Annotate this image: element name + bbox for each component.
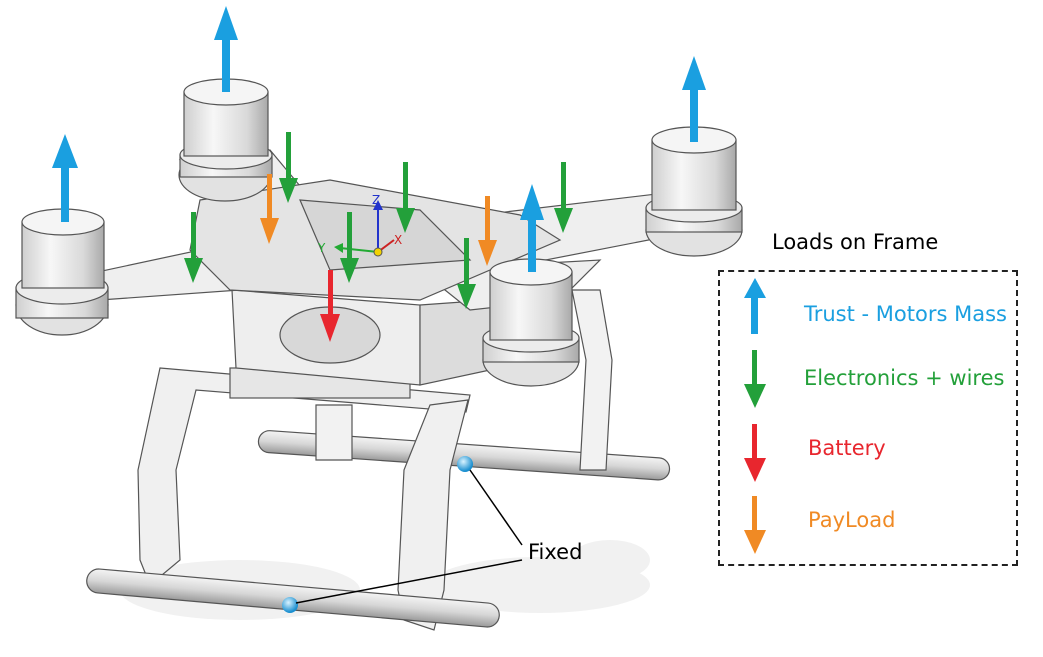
thrust-arrows (52, 6, 706, 272)
central-body (231, 289, 491, 386)
legend-label-payload: PayLoad (808, 508, 896, 532)
thrust-arrow-2 (52, 134, 78, 222)
fixed-label: Fixed (528, 540, 583, 564)
axis-label-y: Y (317, 241, 326, 255)
axis-label-x: X (394, 233, 402, 247)
motor-rear-right (645, 126, 743, 257)
electronics-arrow-6 (457, 238, 476, 309)
legend-label-electronics: Electronics + wires (804, 366, 1005, 390)
coordinate-triad: Z Y X (317, 193, 402, 257)
motor-front-right (482, 258, 580, 387)
rear-landing-legs (315, 289, 613, 471)
payload-arrow-2 (478, 196, 497, 266)
thrust-arrow-4 (520, 184, 544, 272)
motor-rear-left (178, 78, 273, 202)
legend-item-payload: PayLoad (740, 494, 1010, 554)
fixed-supports (282, 456, 523, 613)
electronics-arrow-5 (554, 162, 573, 233)
payload-arrows (260, 174, 497, 266)
legend: Trust - Motors Mass Electronics + wires … (718, 270, 1018, 566)
axis-label-z: Z (372, 193, 380, 207)
arrow-down-icon (744, 496, 766, 554)
electronics-arrow-3 (396, 162, 415, 233)
legend-item-thrust: Trust - Motors Mass (740, 276, 1010, 336)
motor-left (15, 208, 109, 336)
fixed-point-front (282, 597, 298, 613)
arrow-up-icon (744, 278, 766, 334)
thrust-arrow-3 (682, 56, 706, 142)
arrow-down-icon (744, 424, 766, 482)
fixed-point-rear (457, 456, 473, 472)
arrow-down-icon (744, 350, 766, 408)
thrust-arrow-1 (214, 6, 238, 92)
legend-item-battery: Battery (740, 422, 1010, 482)
legend-label-battery: Battery (808, 436, 886, 460)
legend-label-thrust: Trust - Motors Mass (804, 302, 1007, 326)
payload-arrow-1 (260, 174, 279, 244)
battery-arrow (320, 270, 340, 342)
electronics-arrow-4 (340, 212, 359, 283)
legend-item-electronics: Electronics + wires (740, 348, 1010, 408)
electronics-arrow-1 (279, 132, 298, 203)
electronics-arrows (184, 132, 573, 309)
legend-title: Loads on Frame (772, 230, 939, 254)
electronics-arrow-2 (184, 212, 203, 283)
